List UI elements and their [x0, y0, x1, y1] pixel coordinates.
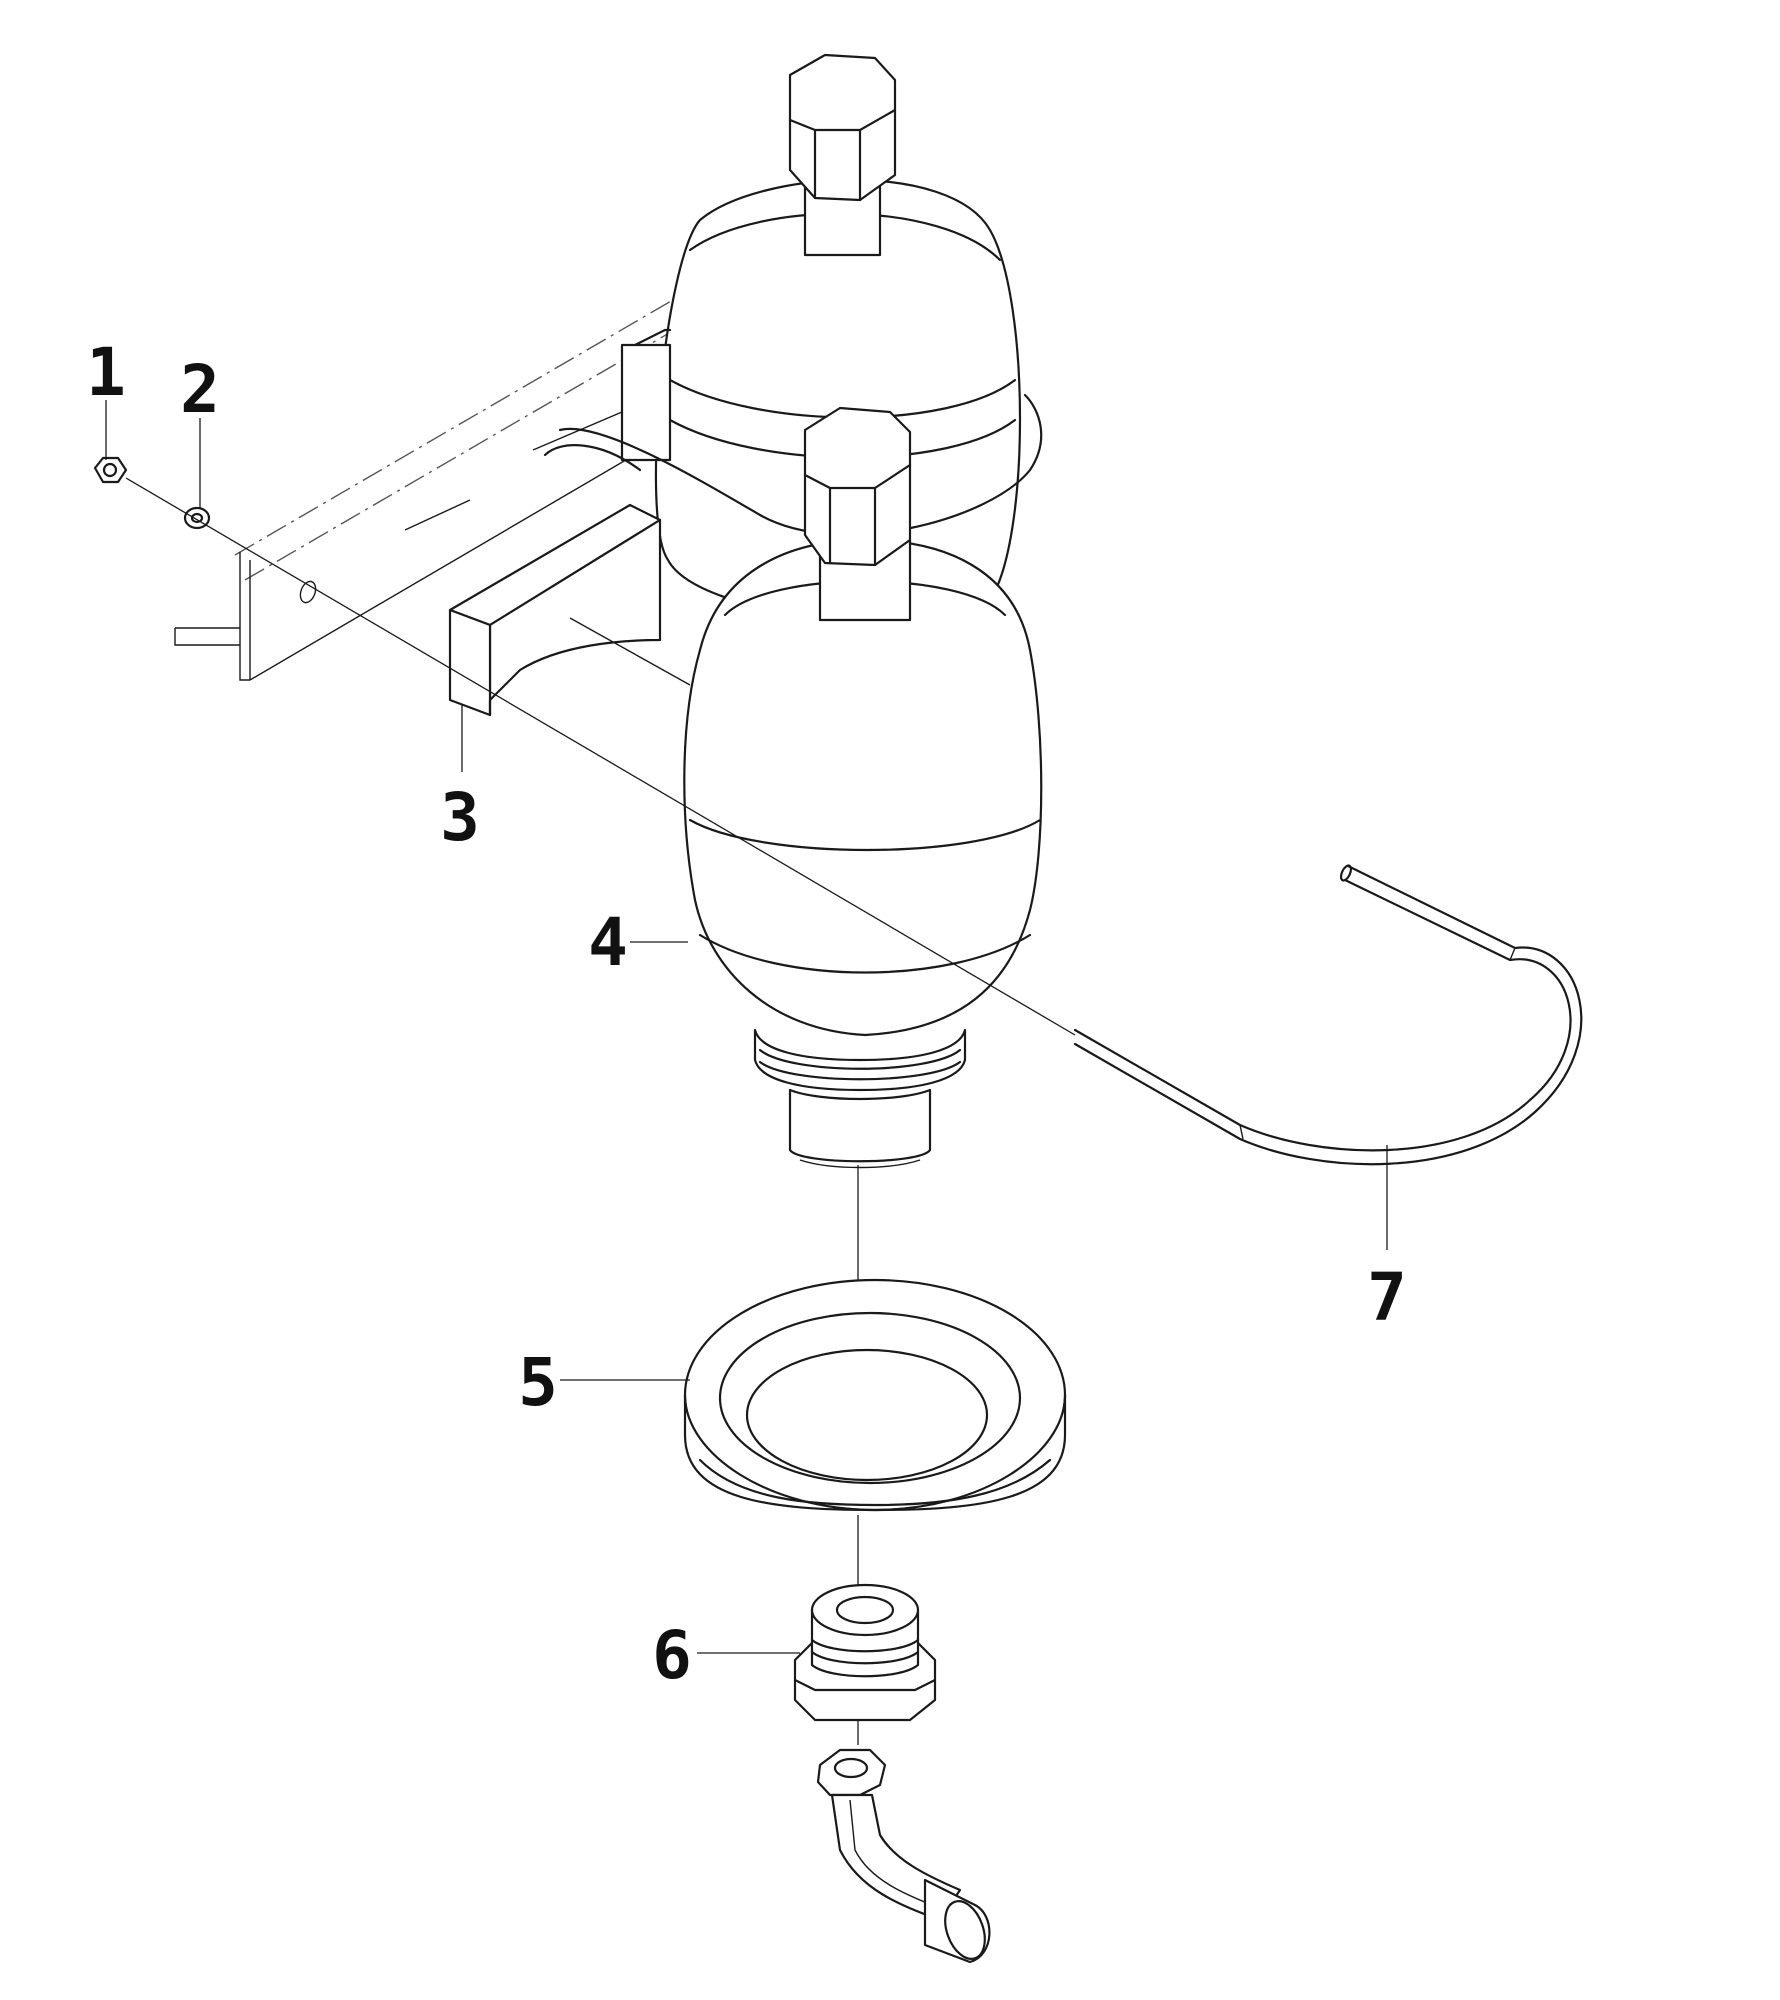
callout-1: 1: [86, 334, 126, 411]
rear-accumulator: [543, 53, 1043, 622]
callout-labels: 1 2 3 4 5 6 7: [86, 334, 1407, 1694]
callout-5: 5: [518, 1344, 558, 1421]
adapter-fitting: [793, 1583, 937, 1722]
saddle-block: [448, 503, 691, 717]
callout-3: 3: [440, 779, 480, 856]
hose-fitting: [816, 1748, 991, 1964]
callout-2: 2: [180, 351, 220, 428]
u-bolt: [1073, 864, 1583, 1166]
front-accumulator: [683, 406, 1043, 1169]
callout-leaders: [105, 400, 1388, 1654]
callout-4: 4: [588, 904, 628, 981]
callout-6: 6: [652, 1617, 692, 1694]
seal-ring: [683, 1278, 1067, 1512]
nut-and-washer: [93, 456, 211, 530]
bolt-axis-line: [125, 477, 1076, 1036]
callout-7: 7: [1367, 1259, 1407, 1336]
